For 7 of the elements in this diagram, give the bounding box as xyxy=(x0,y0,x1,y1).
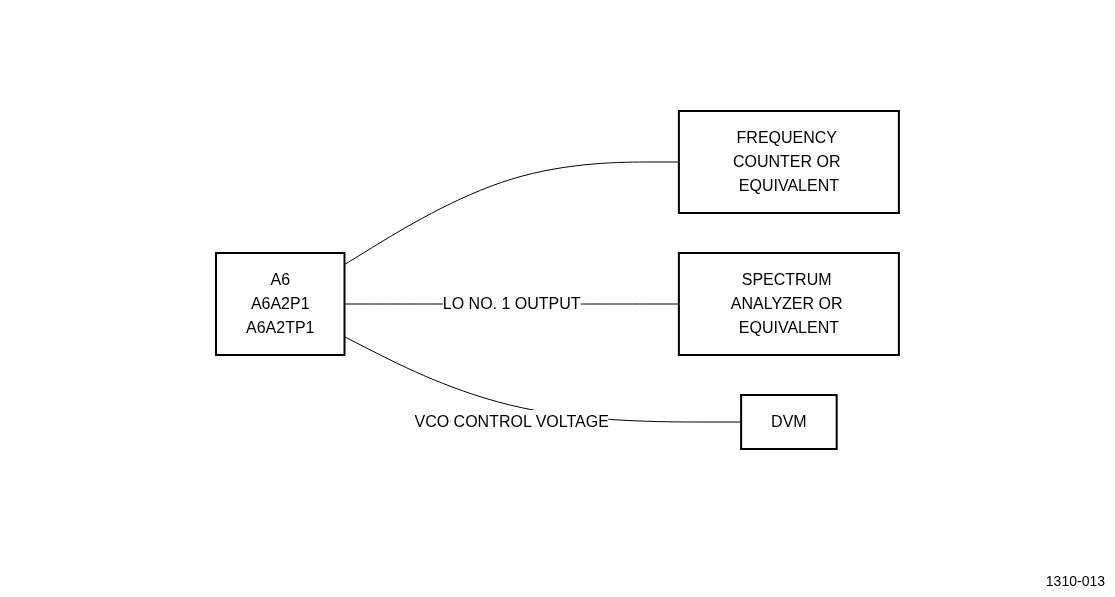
edge-label: VCO CONTROL VOLTAGE xyxy=(414,413,609,430)
edge-label: LO NO. 1 OUTPUT xyxy=(442,295,581,312)
node-box: A6 A6A2P1 A6A2TP1 xyxy=(215,252,346,356)
node-box: FREQUENCY COUNTER OR EQUIVALENT xyxy=(677,110,900,214)
figure-number: 1310-013 xyxy=(1045,573,1105,589)
node-box: DVM xyxy=(740,394,838,450)
node-box: SPECTRUM ANALYZER OR EQUIVALENT xyxy=(677,252,900,356)
